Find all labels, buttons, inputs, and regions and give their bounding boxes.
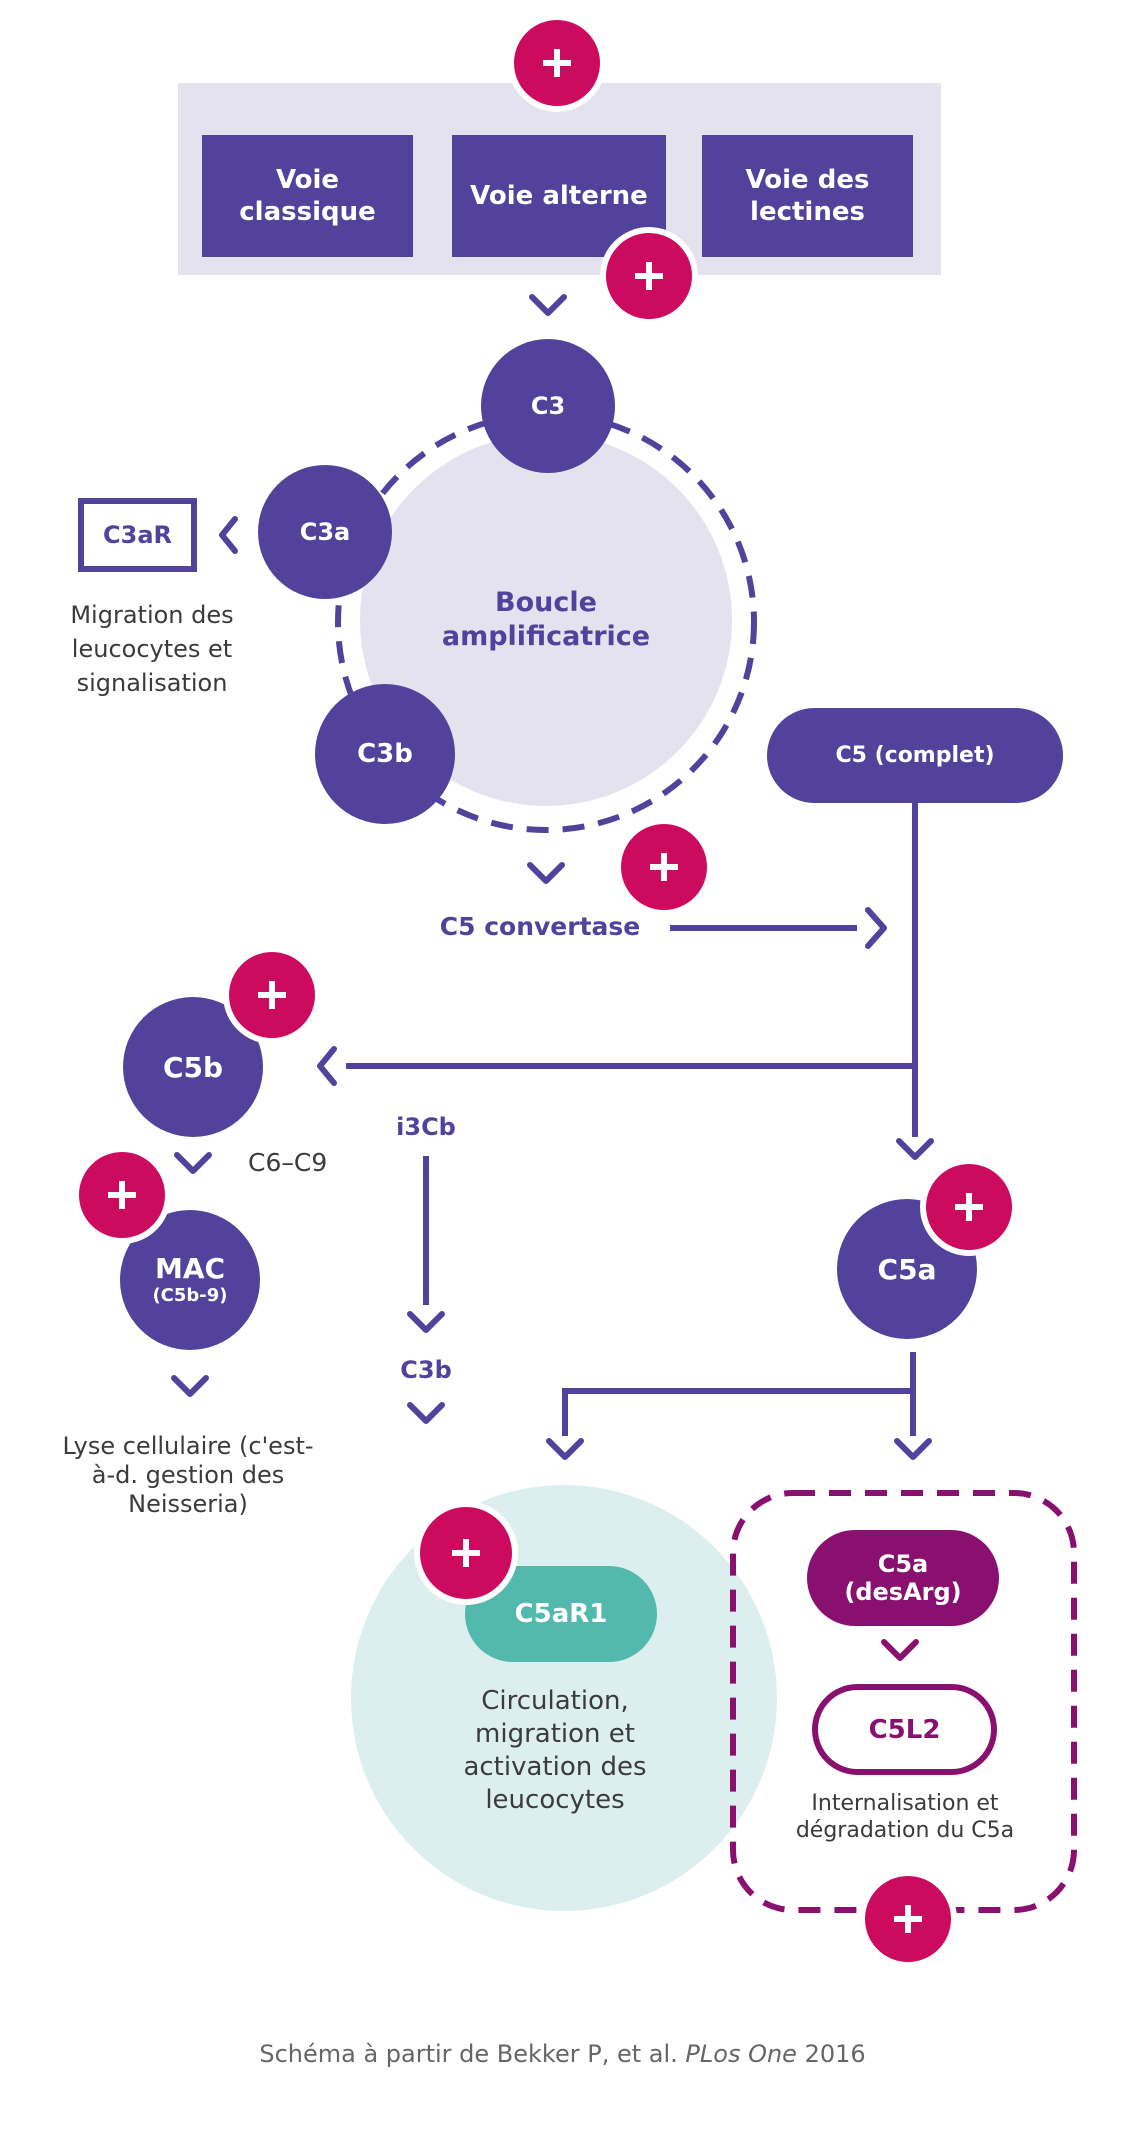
chevron-down-icon (881, 1639, 919, 1661)
plus-badge-icon (615, 818, 713, 916)
c3-label: C3 (530, 392, 566, 420)
classical-pathway-box: Voie classique (202, 135, 413, 257)
c5-convertase-label: C5 convertase (439, 912, 641, 941)
c5ar1-label: C5aR1 (514, 1599, 608, 1629)
caption-journal: PLos One (685, 2040, 797, 2068)
c6-c9-label: C6–C9 (248, 1148, 328, 1177)
plus-badge-icon (414, 1501, 518, 1605)
plus-badge-icon (508, 14, 606, 112)
caption-prefix: Schéma à partir de Bekker P, et al. (259, 2040, 678, 2068)
chevron-down-icon (407, 1311, 445, 1333)
chevron-down-icon (407, 1402, 445, 1424)
lysis-effect-text: Lyse cellulaire (c'est-à-d. gestion des … (62, 1432, 314, 1518)
c3-node: C3 (481, 339, 615, 473)
chevron-down-icon (529, 294, 567, 316)
mac-sub-label: (C5b-9) (152, 1285, 228, 1306)
plus-badge-icon (920, 1158, 1018, 1256)
chevron-down-icon (174, 1152, 212, 1174)
plus-badge-icon (859, 1870, 957, 1968)
c3ar-box: C3aR (78, 498, 197, 572)
mac-label: MAC (154, 1252, 226, 1285)
chevron-down-icon (894, 1438, 932, 1460)
c3a-node: C3a (258, 465, 392, 599)
chevron-down-icon (896, 1138, 934, 1160)
chevron-down-icon (546, 1438, 584, 1460)
c3a-label: C3a (299, 518, 351, 546)
c5l2-dashed-box (730, 1490, 1077, 1913)
chevron-right-icon (865, 907, 887, 949)
amplification-loop-bg (360, 434, 732, 806)
c3b-product-label: C3b (400, 1356, 452, 1384)
plus-badge-icon (73, 1146, 171, 1244)
source-caption: Schéma à partir de Bekker P, et al. PLos… (0, 2040, 1125, 2068)
c5a-desarg-label: C5a (877, 1550, 929, 1578)
c5a-split-line (562, 1388, 913, 1436)
c3ar-label: C3aR (103, 521, 172, 549)
chevron-down-icon (527, 862, 565, 884)
c5-complete-node: C5 (complet) (767, 708, 1063, 803)
chevron-left-icon (317, 1046, 337, 1086)
c5l2-effect-text: Internalisation et dégradation du C5a (795, 1791, 1015, 1843)
c5a-label: C5a (877, 1252, 937, 1286)
caption-year: 2016 (804, 2040, 866, 2068)
plus-badge-icon (600, 227, 698, 325)
c3b-label: C3b (357, 739, 413, 769)
c3ar-effect-text: Migration des leucocytes et signalisatio… (70, 601, 234, 697)
c5a-desarg-sublabel: (desArg) (844, 1578, 962, 1606)
c5l2-node: C5L2 (812, 1684, 997, 1775)
chevron-down-icon (171, 1375, 209, 1397)
amplification-loop-label: Boucle amplificatrice (441, 587, 651, 652)
plus-badge-icon (223, 946, 321, 1044)
i3cb-label: i3Cb (396, 1113, 456, 1141)
c5b-label: C5b (162, 1050, 224, 1084)
chevron-left-icon (219, 516, 238, 554)
c5a-desarg-node: C5a (desArg) (807, 1530, 999, 1626)
c3b-node: C3b (315, 684, 455, 824)
c5l2-label: C5L2 (868, 1714, 941, 1745)
c5-complete-label: C5 (complet) (835, 743, 995, 768)
lectin-pathway-box: Voie des lectines (702, 135, 913, 257)
c5ar1-effect-text: Circulation, migration et activation des… (463, 1686, 647, 1815)
